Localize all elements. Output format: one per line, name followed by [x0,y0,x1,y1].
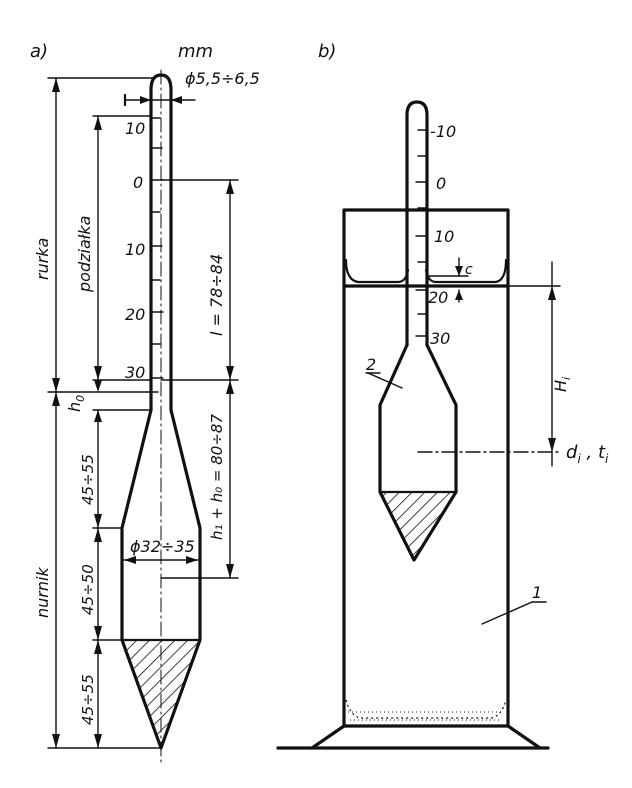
bulb-label: nurnik [33,567,52,618]
l-length-label: l = 78÷84 [207,254,226,336]
panel-b-label: b) [318,41,336,62]
l-dimension [226,179,234,381]
panel-a: a) mm 10 0 10 20 30 [30,41,260,766]
meniscus-left [344,258,410,284]
panel-a-label: a) [30,41,48,62]
scale-label: podziałka [75,216,94,293]
segment-lower-label: 45÷55 [79,674,97,725]
sediment-dots [348,711,504,721]
overall-dimension [52,77,60,749]
callout-2-leader [367,372,403,389]
callout-1-leader [481,601,533,625]
panel-b: b) -10 0 10 20 [276,41,609,750]
h0-label: h0 [65,395,87,412]
unit-label: mm [178,41,213,62]
b-stem-outline [405,100,429,347]
sediment-line [345,699,507,719]
stem-mark-10: 10 [125,240,145,259]
b-ballast-hatch [381,493,455,558]
stem-mark-10-top: 10 [125,119,145,138]
stem-label: rurka [33,238,52,280]
segment-middle-label: 45÷50 [79,564,97,615]
density-temp-label: di , ti [566,442,609,466]
stem-diameter-dimension [123,93,196,107]
stem-scale-ticks [151,117,164,379]
scale-dimension [94,115,102,381]
bulb-diameter-label: ϕ32÷35 [130,537,195,556]
bulb-diameter-dimension [123,556,199,564]
b-stem-mark-20: 20 [428,288,448,307]
gap-c-dimension [427,257,469,303]
callout-1-label: 1 [532,583,542,602]
segment-upper-label: 45÷55 [79,454,97,505]
h-length-label: h₁ + h₀ = 80÷87 [208,414,226,540]
callout-2-label: 2 [366,355,376,374]
cylinder-base [276,724,550,750]
stem-diameter-label: ϕ5,5÷6,5 [185,69,260,88]
h-dimension [226,379,234,579]
b-stem-mark-minus10: -10 [430,122,456,141]
b-stem-mark-30: 30 [430,329,450,348]
segment-dimensions [94,409,102,749]
stem-mark-20: 20 [125,305,145,324]
stem-mark-30: 30 [125,363,145,382]
b-stem-mark-0: 0 [436,174,446,193]
b-stem-mark-10: 10 [434,227,454,246]
b-bulb-outline [378,343,458,562]
stem-outline [149,73,173,412]
gap-c-label: c [465,262,473,278]
depth-label: Hi [551,377,573,392]
ballast-hatch [123,641,199,746]
stem-mark-0: 0 [133,173,143,192]
b-stem-scale-ticks [415,129,427,337]
depth-dimension [548,261,556,467]
